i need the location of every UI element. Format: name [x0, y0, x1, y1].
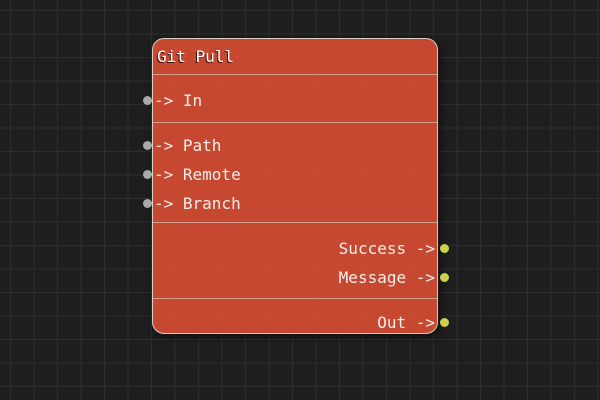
input-pin-remote[interactable] [143, 169, 152, 179]
node-section-divider [153, 222, 437, 223]
output-pin-success[interactable] [439, 243, 449, 253]
node-section-divider [153, 122, 437, 123]
output-pin-out[interactable] [439, 317, 449, 327]
git-pull-node[interactable]: Git Pull -> In -> Path -> Remote -> Bran… [152, 38, 438, 334]
node-title: Git Pull [157, 47, 235, 66]
output-port-out: Out -> [377, 313, 435, 332]
input-port-branch: -> Branch [154, 194, 241, 213]
node-section-divider [153, 74, 437, 75]
output-pin-message[interactable] [439, 272, 449, 282]
input-port-in: -> In [154, 91, 203, 110]
node-section-divider [153, 298, 437, 299]
input-pin-in[interactable] [143, 95, 152, 105]
input-pin-branch[interactable] [143, 198, 152, 208]
output-port-success: Success -> [338, 239, 435, 258]
output-port-message: Message -> [338, 268, 435, 287]
input-port-path: -> Path [154, 136, 222, 155]
input-pin-path[interactable] [143, 140, 152, 150]
input-port-remote: -> Remote [154, 165, 241, 184]
